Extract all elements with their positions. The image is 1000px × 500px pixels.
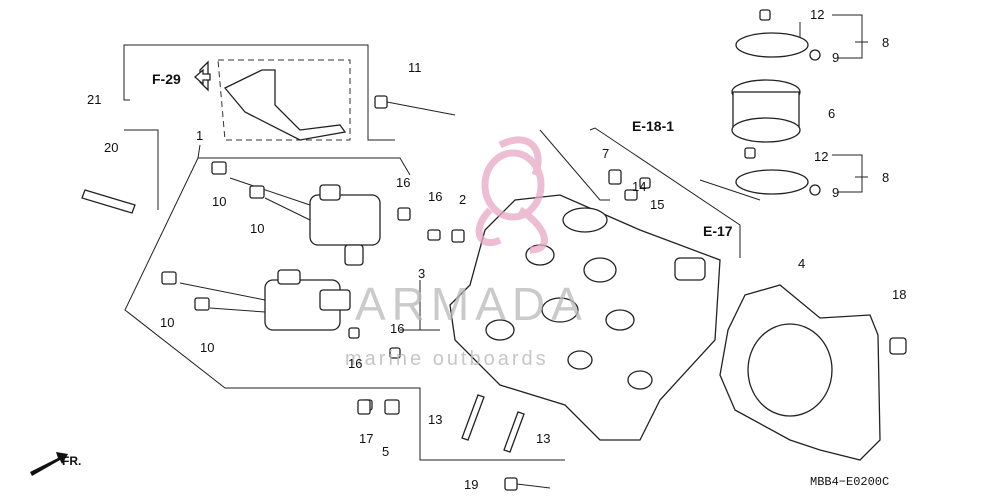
callout-10c: 10 (160, 315, 174, 330)
callout-20: 20 (104, 140, 118, 155)
spark-plug (81, 189, 136, 214)
ref-f29: F-29 (152, 71, 181, 87)
callout-6: 6 (828, 106, 835, 121)
callout-3: 3 (418, 266, 425, 281)
callout-13b: 13 (536, 431, 550, 446)
watermark-logo (475, 136, 548, 254)
watermark-brand: ARMADA (355, 278, 588, 330)
callout-13a: 13 (428, 412, 442, 427)
f29-arrow-icon (194, 68, 211, 86)
intake-boot (731, 32, 809, 195)
callout-12a: 12 (810, 7, 824, 22)
front-arrow-icon (30, 452, 68, 476)
ref-e17: E-17 (703, 223, 733, 239)
callout-5: 5 (382, 444, 389, 459)
valve-stems (461, 394, 525, 453)
head-gasket (719, 284, 881, 461)
callout-8a: 8 (882, 35, 889, 50)
callout-10d: 10 (200, 340, 214, 355)
rocker-arm-lower (179, 269, 351, 331)
rocker-arm-upper (229, 177, 381, 266)
callout-9a: 9 (832, 50, 839, 65)
callout-8b: 8 (882, 170, 889, 185)
drawing-code: MBB4−E0200C (810, 475, 889, 489)
callout-2: 2 (459, 192, 466, 207)
callout-17: 17 (359, 431, 373, 446)
callouts: 1 2 3 4 5 6 7 8 8 9 9 10 10 10 10 11 12 … (87, 7, 906, 492)
callout-10b: 10 (250, 221, 264, 236)
cylinder-head (449, 194, 721, 441)
callout-4: 4 (798, 256, 805, 271)
callout-10a: 10 (212, 194, 226, 209)
front-label: FR. (62, 454, 81, 468)
callout-1: 1 (196, 128, 203, 143)
bolts (161, 9, 907, 491)
callout-16b: 16 (428, 189, 442, 204)
callout-19: 19 (464, 477, 478, 492)
callout-11: 11 (408, 60, 422, 75)
callout-9b: 9 (832, 185, 839, 200)
callout-16a: 16 (396, 175, 410, 190)
callout-15: 15 (650, 197, 664, 212)
callout-16d: 16 (348, 356, 362, 371)
callout-16c: 16 (390, 321, 404, 336)
dowel-pins (357, 399, 371, 415)
callout-21: 21 (87, 92, 101, 107)
watermark-tagline: marine outboards (345, 348, 549, 370)
callout-7: 7 (602, 146, 609, 161)
callout-14: 14 (632, 179, 646, 194)
f29-panel (199, 59, 351, 141)
callout-18: 18 (892, 287, 906, 302)
leader-lines (123, 14, 868, 461)
ref-e18-1: E-18-1 (632, 118, 674, 134)
callout-12b: 12 (814, 149, 828, 164)
